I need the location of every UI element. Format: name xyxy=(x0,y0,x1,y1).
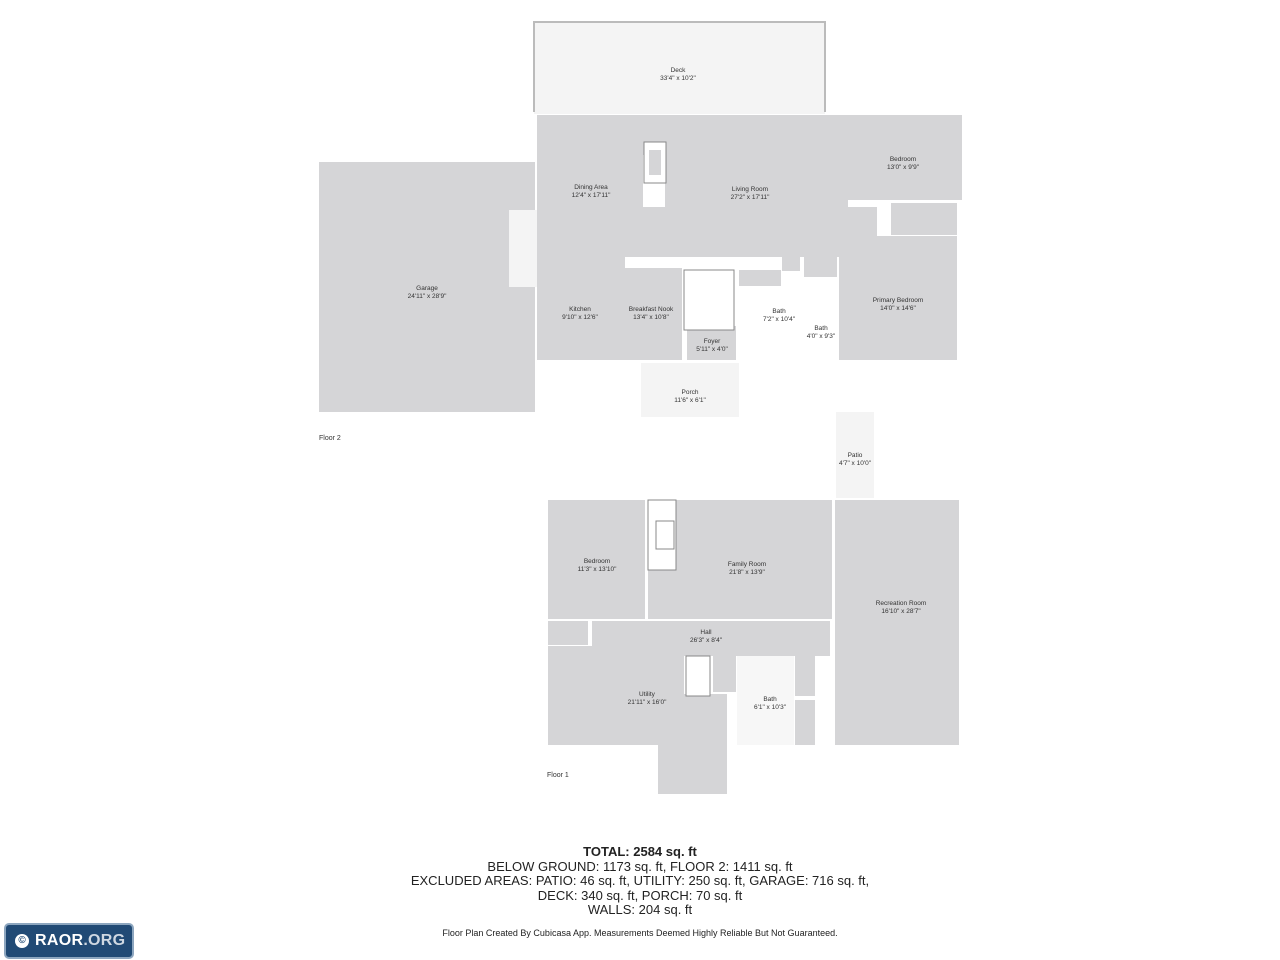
summary-line-1: BELOW GROUND: 1173 sq. ft, FLOOR 2: 1411… xyxy=(487,858,793,874)
bath-2f-small-label: Bath xyxy=(814,325,828,332)
foyer-area xyxy=(687,326,736,360)
bedroom-1f-label: Bedroom xyxy=(584,558,610,565)
recreation-room-label: Recreation Room xyxy=(876,600,927,607)
kitchen-dims: 9'10" x 12'6" xyxy=(562,314,598,321)
bedroom-1f-area xyxy=(548,500,645,619)
disclaimer: Floor Plan Created By Cubicasa App. Meas… xyxy=(442,928,838,938)
bath-1f-dims: 6'1" x 10'3" xyxy=(754,704,787,711)
bedroom-1f-dims: 11'3" x 13'10" xyxy=(578,566,617,573)
area-summary: TOTAL: 2584 sq. ft BELOW GROUND: 1173 sq… xyxy=(0,844,1280,918)
porch-label: Porch xyxy=(682,389,699,396)
logo-main: RAOR xyxy=(35,932,84,949)
living-dims: 27'2" x 17'11" xyxy=(731,194,770,201)
bedroom-2f-area xyxy=(848,115,962,200)
deck-railing xyxy=(533,21,826,112)
hall-closet-1f xyxy=(713,656,736,692)
living-label: Living Room xyxy=(732,186,768,193)
garage-dims: 24'11" x 28'9" xyxy=(408,293,447,300)
logo-text: RAOR.ORG xyxy=(35,932,125,950)
nook-label: Breakfast Nook xyxy=(629,306,674,313)
nook-dims: 13'4" x 10'8" xyxy=(633,314,669,321)
family-room-label: Family Room xyxy=(728,561,766,568)
dining-area xyxy=(537,115,643,207)
living-room-area-top xyxy=(665,115,848,207)
floor-2-label: Floor 2 xyxy=(319,435,341,442)
summary-line-4: WALLS: 204 sq. ft xyxy=(587,902,693,917)
closet-1f xyxy=(548,621,588,645)
utility-extension xyxy=(658,694,727,794)
primary-bedroom-label: Primary Bedroom xyxy=(873,297,924,304)
summary-line-2: EXCLUDED AREAS: PATIO: 46 sq. ft, UTILIT… xyxy=(410,873,870,888)
breakfast-nook-area xyxy=(625,268,682,360)
logo-suffix: .ORG xyxy=(83,932,126,949)
garage-label: Garage xyxy=(416,285,438,292)
globe-icon: © xyxy=(15,934,29,948)
hall-dims: 26'3" x 8'4" xyxy=(690,637,723,644)
total-area: TOTAL: 2584 sq. ft xyxy=(583,844,697,859)
dining-dims: 12'4" x 17'11" xyxy=(572,192,611,199)
floor-1-plan xyxy=(548,412,959,794)
foyer-dims: 5'11" x 4'0" xyxy=(696,346,728,353)
kitchen-label: Kitchen xyxy=(569,306,591,313)
recreation-room-area xyxy=(835,500,959,745)
bath-1f-label: Bath xyxy=(763,696,777,703)
garage-entry xyxy=(509,210,537,287)
patio-label: Patio xyxy=(848,452,863,459)
bath-1f-closet-2 xyxy=(795,700,815,745)
bath-1f-area xyxy=(737,656,794,745)
deck-area xyxy=(534,22,825,114)
bath-2f-label: Bath xyxy=(772,308,786,315)
fireplace-hearth xyxy=(649,150,661,175)
family-room-area xyxy=(648,500,832,619)
floor-1-label: Floor 1 xyxy=(547,772,569,779)
fireplace-1f-opening xyxy=(655,520,675,550)
primary-bedroom-dims: 14'0" x 14'6" xyxy=(880,305,916,312)
patio-area xyxy=(836,412,874,498)
bedroom-2f-label: Bedroom xyxy=(890,156,916,163)
utility-label: Utility xyxy=(639,691,656,698)
primary-bedroom-area xyxy=(839,236,957,360)
patio-dims: 4'7" x 10'0" xyxy=(839,460,872,467)
bath-2f-closet-2 xyxy=(804,237,837,277)
porch-area xyxy=(641,363,739,417)
deck-label: Deck xyxy=(671,67,687,74)
stairs-2f xyxy=(683,269,735,331)
deck-dims: 33'4" x 10'2" xyxy=(660,75,696,82)
bath-2f-vanity xyxy=(739,270,781,286)
garage-area xyxy=(319,162,535,412)
closet-2f xyxy=(891,203,957,235)
bath-2f-dims: 7'2" x 10'4" xyxy=(763,316,796,323)
foyer-label: Foyer xyxy=(704,338,721,345)
stairs-1f xyxy=(685,655,711,697)
floor-2-plan xyxy=(319,21,962,417)
bath-2f-closet xyxy=(782,237,800,271)
raor-logo: © RAOR.ORG xyxy=(4,923,134,959)
hall-label: Hall xyxy=(700,629,712,636)
summary-line-3: DECK: 340 sq. ft, PORCH: 70 sq. ft xyxy=(537,887,743,903)
utility-dims: 21'11" x 16'0" xyxy=(628,699,667,706)
dining-label: Dining Area xyxy=(574,184,608,191)
kitchen-area xyxy=(537,253,625,360)
bedroom-2f-dims: 13'0" x 9'9" xyxy=(887,164,920,171)
bath-2f-small-dims: 4'0" x 9'3" xyxy=(807,333,836,340)
family-room-dims: 21'8" x 13'9" xyxy=(729,569,765,576)
bath-1f-closet xyxy=(795,656,815,696)
recreation-room-dims: 16'10" x 28'7" xyxy=(881,608,921,615)
room-labels: Deck 33'4" x 10'2" Dining Area 12'4" x 1… xyxy=(319,67,926,779)
porch-dims: 11'6" x 6'1" xyxy=(674,397,706,404)
